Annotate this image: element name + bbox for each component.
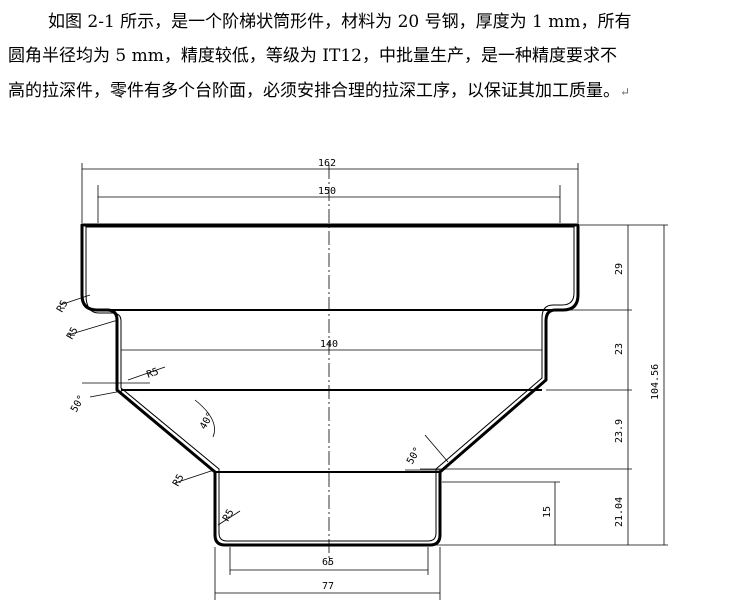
dim-15: 15 [542, 506, 553, 518]
radius-inner: R5 [145, 366, 160, 380]
radius-step-left: R5 [65, 326, 81, 342]
dim-162: 162 [318, 158, 336, 169]
paragraph-line-3: 高的拉深件，零件有多个台阶面，必须安排合理的拉深工序，以保证其加工质量。↵ [8, 81, 630, 102]
radius-bottom-left: R5 [171, 473, 187, 489]
dim-65: 65 [322, 557, 334, 568]
paragraph-mark: ↵ [620, 85, 631, 99]
dim-140: 140 [320, 339, 338, 350]
paragraph-line-3-text: 高的拉深件，零件有多个台阶面，必须安排合理的拉深工序，以保证其加工质量。 [8, 81, 620, 101]
angle-40: 40° [198, 410, 217, 431]
part-drawing: 162 150 140 65 77 29 23 23.9 21.04 15 10… [55, 158, 668, 600]
angle-50-left: 50° [69, 393, 88, 414]
angle-50-right: 50° [405, 445, 424, 466]
paragraph-line-1: 如图 2-1 所示，是一个阶梯状筒形件，材料为 20 号钢，厚度为 1 mm，所… [48, 12, 632, 32]
part-profile-inner [85, 226, 575, 542]
dimension-lines [59, 163, 668, 600]
radius-bottom-inner: R5 [221, 508, 237, 524]
dim-23-9: 23.9 [614, 419, 625, 443]
part-profile-outer [80, 223, 580, 547]
dim-23: 23 [614, 343, 625, 355]
dim-29: 29 [614, 263, 625, 275]
dim-77: 77 [322, 581, 334, 592]
dim-21-04: 21.04 [614, 497, 625, 527]
dim-150: 150 [318, 186, 336, 197]
paragraph-line-2: 圆角半径均为 5 mm，精度较低，等级为 IT12，中批量生产，是一种精度要求不 [8, 46, 617, 66]
dim-104-56: 104.56 [650, 364, 661, 400]
radius-top-left: R5 [55, 299, 71, 315]
